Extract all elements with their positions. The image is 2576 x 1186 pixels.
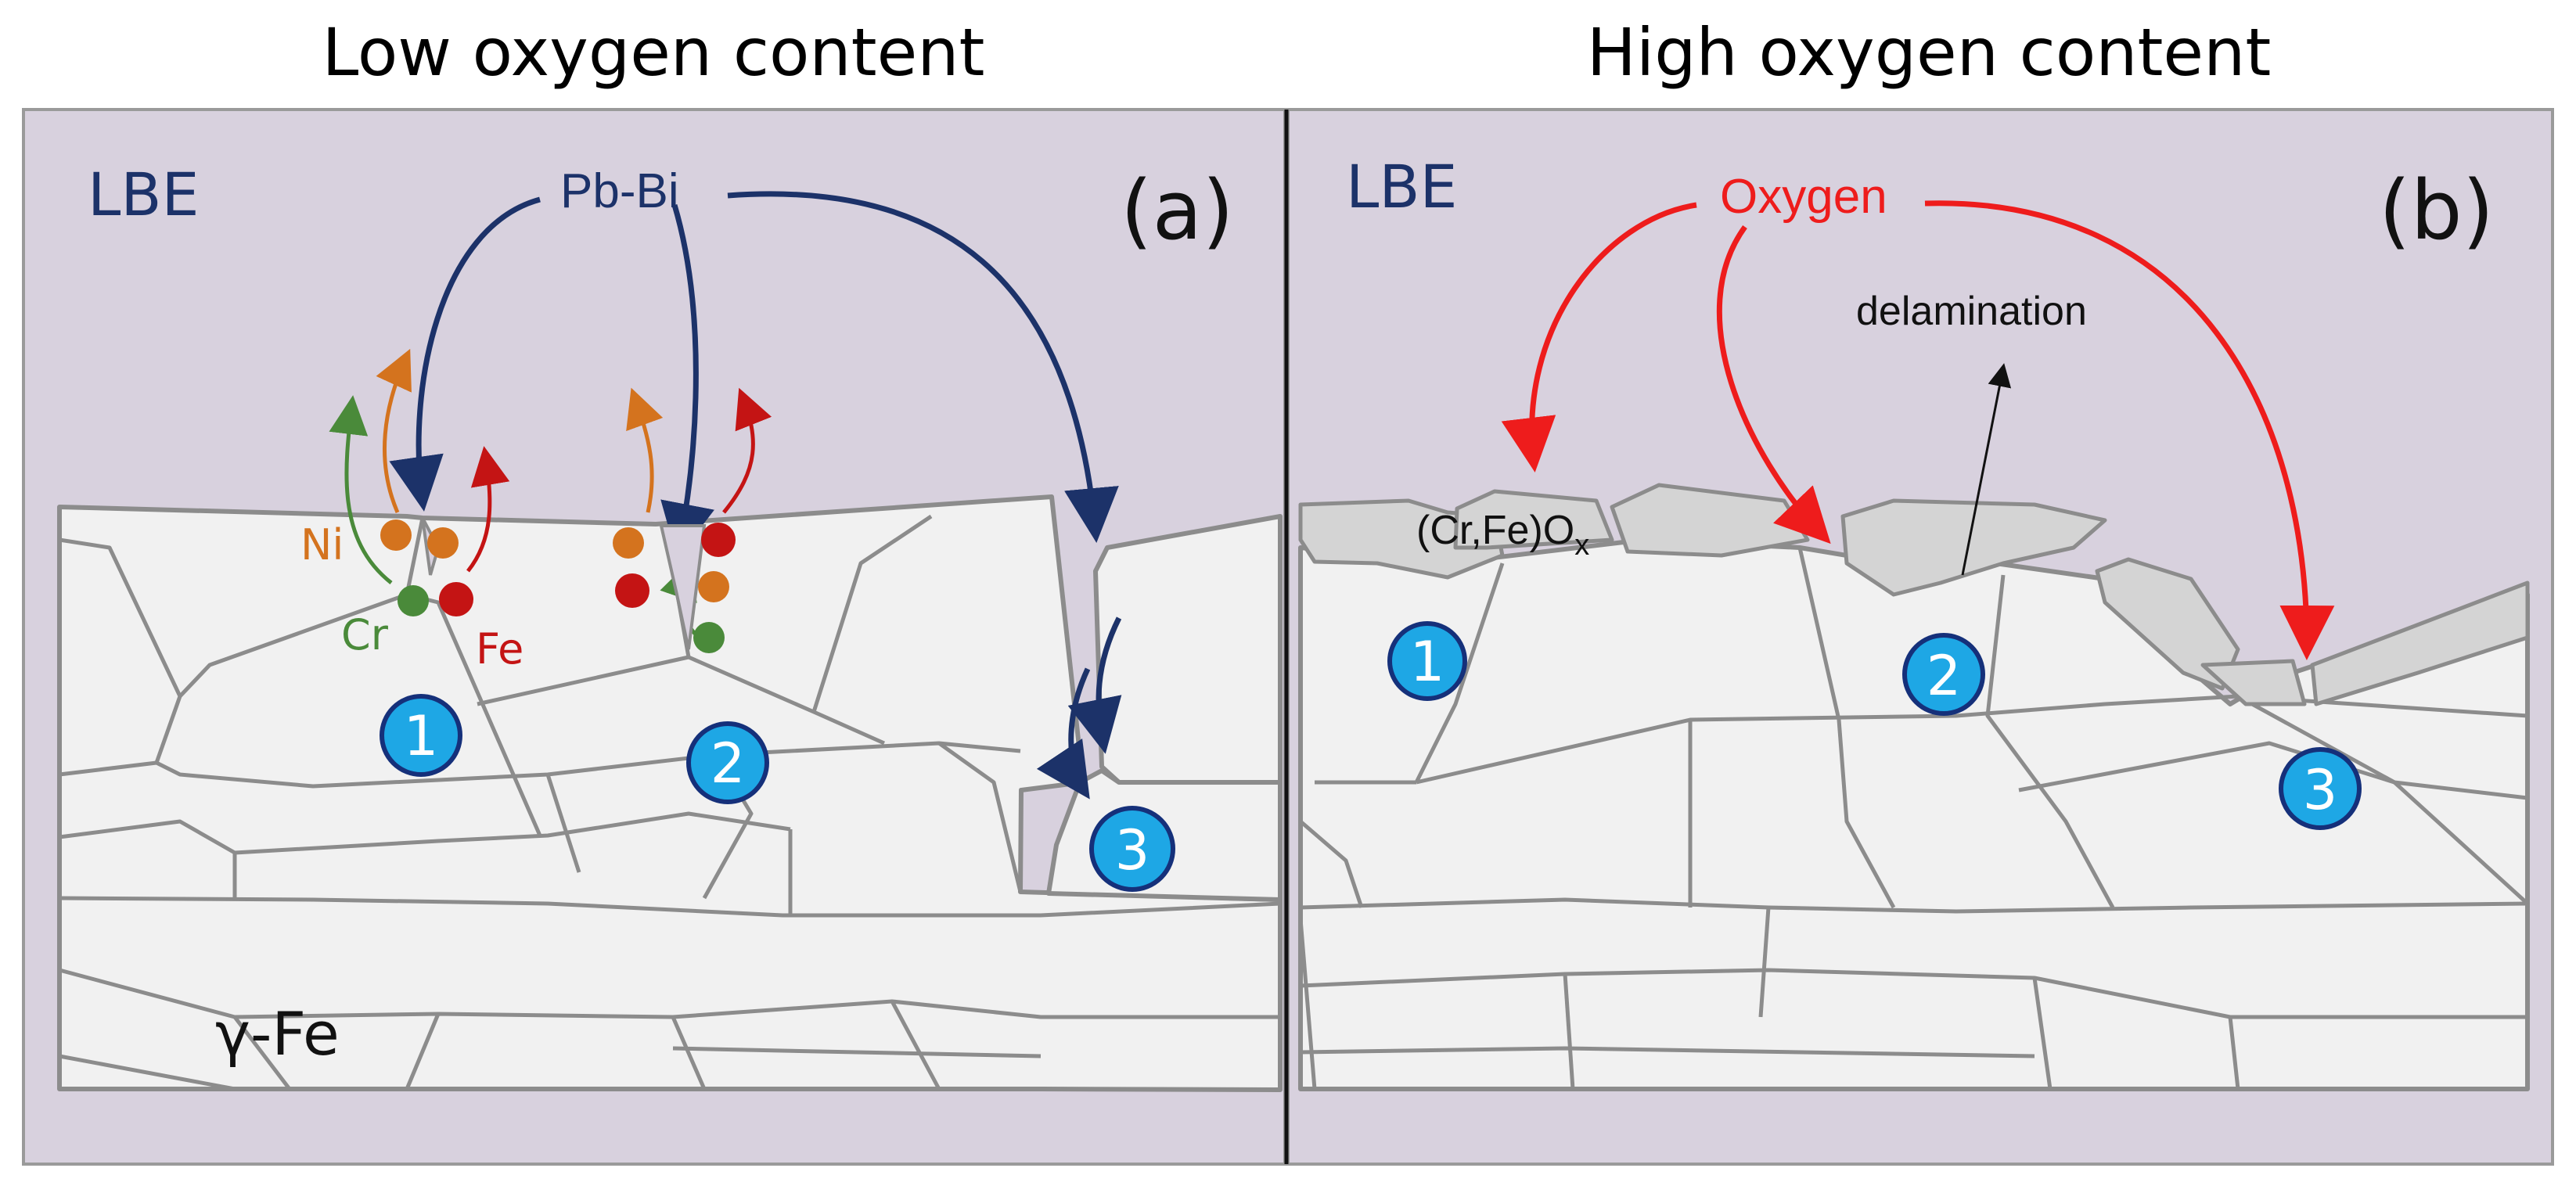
oxide-subscript: x	[1574, 529, 1589, 562]
pbbi-arrow-5	[1036, 667, 1091, 800]
panel-b-site-3: 3	[2279, 747, 2362, 830]
pbbi-arrow-2	[660, 204, 714, 559]
panel-a-pbbi-label: Pb-Bi	[560, 164, 679, 218]
fe-atom	[439, 582, 473, 616]
cr-label: Cr	[341, 610, 389, 659]
fe-arrow-2	[722, 387, 772, 514]
ni-atom	[698, 571, 729, 602]
panel-a-grain-boundaries	[59, 514, 1281, 1091]
panel-b-site-2: 2	[1902, 633, 1985, 716]
pbbi-arrow-3	[727, 191, 1119, 543]
ni-atom	[613, 527, 644, 559]
oxygen-arrow-1	[1501, 202, 1697, 473]
site-number-2: 2	[711, 731, 746, 796]
site-number-1: 1	[404, 704, 439, 768]
site-number-3: 3	[1115, 818, 1150, 882]
fe-label: Fe	[476, 624, 523, 674]
panel-a-crack-2	[659, 524, 707, 650]
gamma-fe-label: γ-Fe	[215, 999, 340, 1069]
element-atoms	[380, 519, 736, 653]
cr-arrow-1	[329, 395, 393, 584]
oxide-label: (Cr,Fe)Ox	[1416, 508, 1589, 562]
site-number-2: 2	[1927, 644, 1962, 708]
title-low-oxygen: Low oxygen content	[322, 14, 985, 91]
site-badge-3	[1089, 806, 1175, 892]
panel-a: LBE (a) Pb-Bi	[22, 108, 1286, 1166]
panel-a-site-3: 3	[1089, 806, 1175, 892]
cr-atom	[693, 622, 725, 653]
oxide-formula: (Cr,Fe)O	[1416, 508, 1574, 553]
panel-a-letter: (a)	[1121, 163, 1234, 258]
site-badge-2	[686, 721, 769, 804]
site-number-1: 1	[1410, 630, 1445, 694]
ni-label: Ni	[300, 520, 344, 570]
site-badge-1	[380, 694, 462, 777]
oxygen-arrow-2	[1716, 225, 1831, 544]
panel-b-lbe-label: LBE	[1346, 152, 1458, 221]
pbbi-arrows	[389, 191, 1122, 800]
panel-b-letter: (b)	[2379, 163, 2494, 258]
cr-atom	[398, 585, 429, 616]
panel-a-grain-3-region	[1093, 514, 1283, 785]
ni-arrow-2	[626, 387, 664, 513]
oxide-fragment-2	[1453, 489, 1614, 550]
oxide-fragment-6	[2200, 659, 2307, 706]
panel-a-site-1: 1	[380, 694, 462, 777]
site-badge-1	[1387, 621, 1467, 701]
site-number-3: 3	[2303, 758, 2338, 822]
oxide-fragment-7	[2310, 580, 2530, 706]
delamination-label: delamination	[1856, 289, 2087, 334]
site-badge-2	[1902, 633, 1985, 716]
oxide-fragment-1	[1298, 498, 1505, 580]
fe-atom	[701, 523, 736, 557]
fe-atom	[615, 573, 649, 608]
site-badge-3	[2279, 747, 2362, 830]
delamination-arrow	[1961, 363, 2012, 576]
oxygen-label: Oxygen	[1720, 170, 1887, 224]
oxide-fragment-4	[1840, 498, 2107, 597]
ni-arrow-1	[376, 348, 412, 513]
pbbi-arrow-4	[1067, 616, 1122, 754]
oxide-scale	[1298, 483, 2530, 706]
panel-b: (Cr,Fe)Ox LBE (b) Oxygen delamination 1 …	[1286, 108, 2554, 1166]
ni-atom	[427, 527, 459, 559]
title-high-oxygen: High oxygen content	[1586, 14, 2272, 91]
oxygen-arrows	[1501, 200, 2335, 660]
fe-arrow-1	[466, 446, 510, 573]
oxygen-arrow-3	[1924, 200, 2335, 660]
panel-a-site-2: 2	[686, 721, 769, 804]
ni-atom	[380, 519, 412, 551]
panel-b-site-1: 1	[1387, 621, 1467, 701]
pbbi-arrow-1	[389, 196, 541, 512]
panel-a-lbe-label: LBE	[88, 160, 200, 229]
